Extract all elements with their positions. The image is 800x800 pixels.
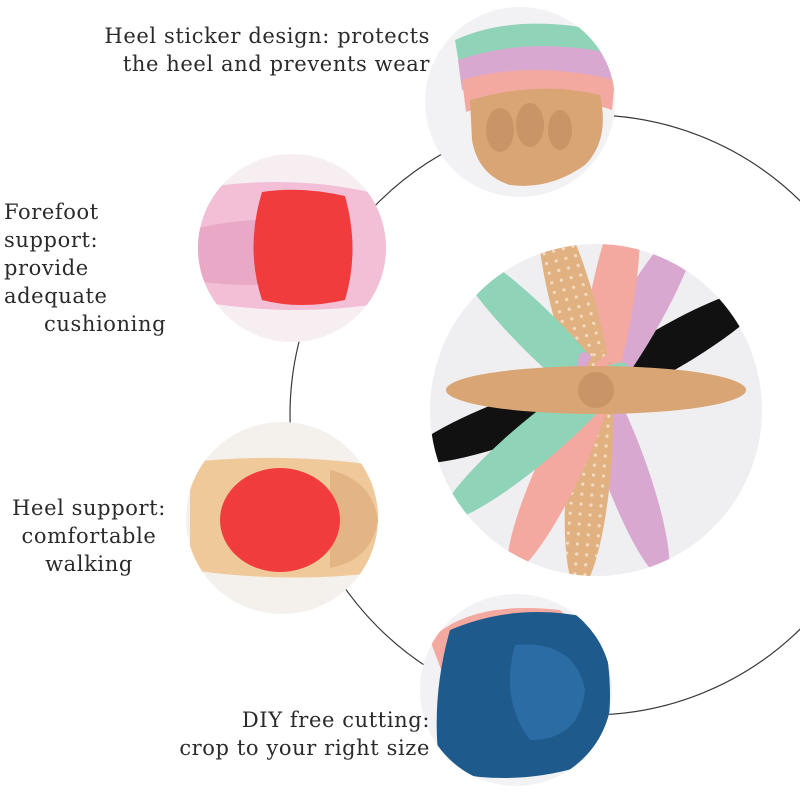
heel-support-caption: Heel support: comfortable walking [4, 494, 174, 578]
forefoot-caption-line3: cushioning [44, 312, 167, 336]
forefoot-caption: Forefoot support: provide adequate cushi… [4, 198, 174, 338]
heel-support-photo [186, 422, 378, 614]
heel-support-caption-line3: walking [45, 552, 133, 576]
heel-sticker-caption: Heel sticker design: protects the heel a… [100, 22, 430, 78]
forefoot-support-photo [198, 154, 386, 342]
heel-sticker-caption-line2: the heel and prevents wear [122, 52, 430, 76]
heel-support-caption-line2: comfortable [21, 524, 157, 548]
diy-caption-line2: crop to your right size [179, 736, 430, 760]
insole-fan-photo [430, 244, 762, 576]
diy-caption-line1: DIY free cutting: [241, 708, 430, 732]
heel-sticker-stack-photo [425, 7, 615, 197]
forefoot-caption-line2: provide adequate [4, 256, 108, 308]
diy-caption: DIY free cutting: crop to your right siz… [150, 706, 430, 762]
forefoot-caption-line1: Forefoot support: [4, 200, 99, 252]
diy-cutting-photo [420, 594, 612, 786]
heel-support-caption-line1: Heel support: [12, 496, 166, 520]
heel-sticker-caption-line1: Heel sticker design: protects [104, 24, 430, 48]
